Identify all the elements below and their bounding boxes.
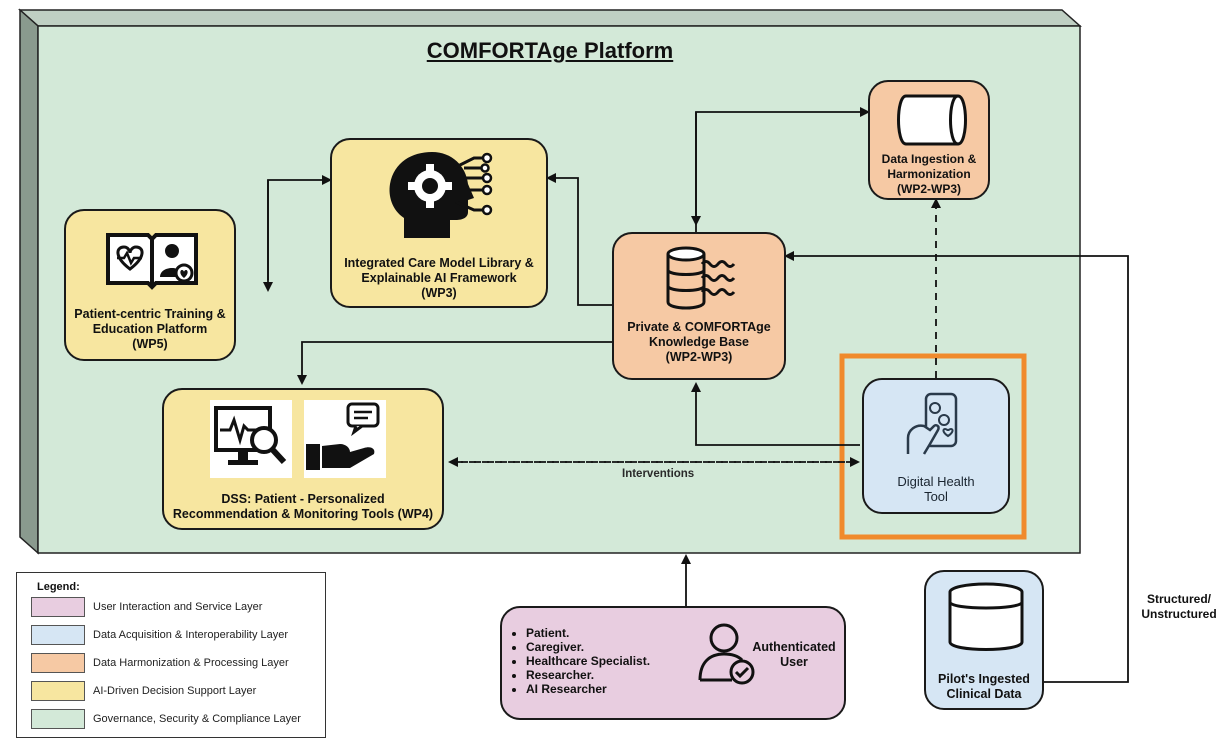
structured-label: Structured/ Unstructured — [1141, 592, 1217, 621]
ai-head-gear-icon — [389, 152, 493, 238]
care-model-node: Integrated Care Model Library & Explaina… — [330, 138, 548, 308]
legend-item: Data Acquisition & Interoperability Laye… — [31, 625, 321, 647]
care-model-label: Integrated Care Model Library & Explaina… — [344, 256, 534, 300]
interventions-label: Interventions — [622, 468, 695, 480]
highlight-frame — [839, 353, 1027, 540]
legend-item: Data Harmonization & Processing Layer — [31, 653, 321, 675]
legend-swatch — [31, 625, 85, 645]
digital-health-node: Digital Health Tool — [862, 378, 1010, 514]
edge-dht-knowledge — [691, 382, 860, 446]
dss-label: DSS: Patient - Personalized Recommendati… — [172, 492, 434, 521]
platform-title: COMFORTAge Platform — [426, 38, 674, 63]
clinical-data-label: Pilot's Ingested Clinical Data — [938, 672, 1030, 701]
database-wave-icon — [666, 246, 736, 310]
edge-knowledge-dss — [297, 341, 612, 385]
monitor-search-icon — [210, 400, 292, 478]
legend-label: Governance, Security & Compliance Layer — [93, 713, 301, 725]
clinical-data-node: Pilot's Ingested Clinical Data — [924, 570, 1044, 710]
knowledge-base-node: Private & COMFORTAge Knowledge Base (WP2… — [612, 232, 786, 380]
legend-title: Legend: — [37, 581, 80, 593]
training-node: Patient-centric Training & Education Pla… — [64, 209, 236, 361]
legend: Legend: User Interaction and Service Lay… — [16, 572, 326, 738]
cylinder-icon — [897, 94, 967, 146]
list-item: Healthcare Specialist. — [526, 654, 650, 668]
training-label: Patient-centric Training & Education Pla… — [74, 307, 226, 351]
legend-label: AI-Driven Decision Support Layer — [93, 685, 257, 697]
list-item: AI Researcher — [526, 682, 650, 696]
book-heart-icon — [106, 233, 198, 290]
ingestion-label: Data Ingestion & Harmonization (WP2-WP3) — [881, 152, 977, 196]
list-item: Researcher. — [526, 668, 650, 682]
database-icon — [948, 582, 1024, 651]
edge-clinical-knowledge — [784, 251, 1129, 683]
list-item: Caregiver. — [526, 640, 650, 654]
legend-swatch — [31, 653, 85, 673]
edge-knowledge-care — [546, 173, 612, 306]
legend-label: Data Harmonization & Processing Layer — [93, 657, 289, 669]
legend-swatch — [31, 709, 85, 729]
legend-swatch — [31, 597, 85, 617]
legend-swatch — [31, 681, 85, 701]
user-node: Authenticated User — [500, 606, 846, 720]
knowledge-base-label: Private & COMFORTAge Knowledge Base (WP2… — [627, 320, 771, 364]
hand-message-icon — [304, 400, 386, 478]
dss-node: DSS: Patient - Personalized Recommendati… — [162, 388, 444, 530]
phone-hand-icon — [906, 392, 958, 455]
legend-item: AI-Driven Decision Support Layer — [31, 681, 321, 703]
legend-item: User Interaction and Service Layer — [31, 597, 321, 619]
legend-item: Governance, Security & Compliance Layer — [31, 709, 321, 731]
legend-label: Data Acquisition & Interoperability Laye… — [93, 629, 289, 641]
user-check-icon — [698, 623, 755, 685]
ingestion-node: Data Ingestion & Harmonization (WP2-WP3) — [868, 80, 990, 200]
user-label: Authenticated User — [752, 640, 836, 669]
user-roles-list: Patient. Caregiver. Healthcare Specialis… — [512, 626, 650, 696]
digital-health-label: Digital Health Tool — [897, 474, 975, 504]
legend-label: User Interaction and Service Layer — [93, 601, 263, 613]
list-item: Patient. — [526, 626, 650, 640]
